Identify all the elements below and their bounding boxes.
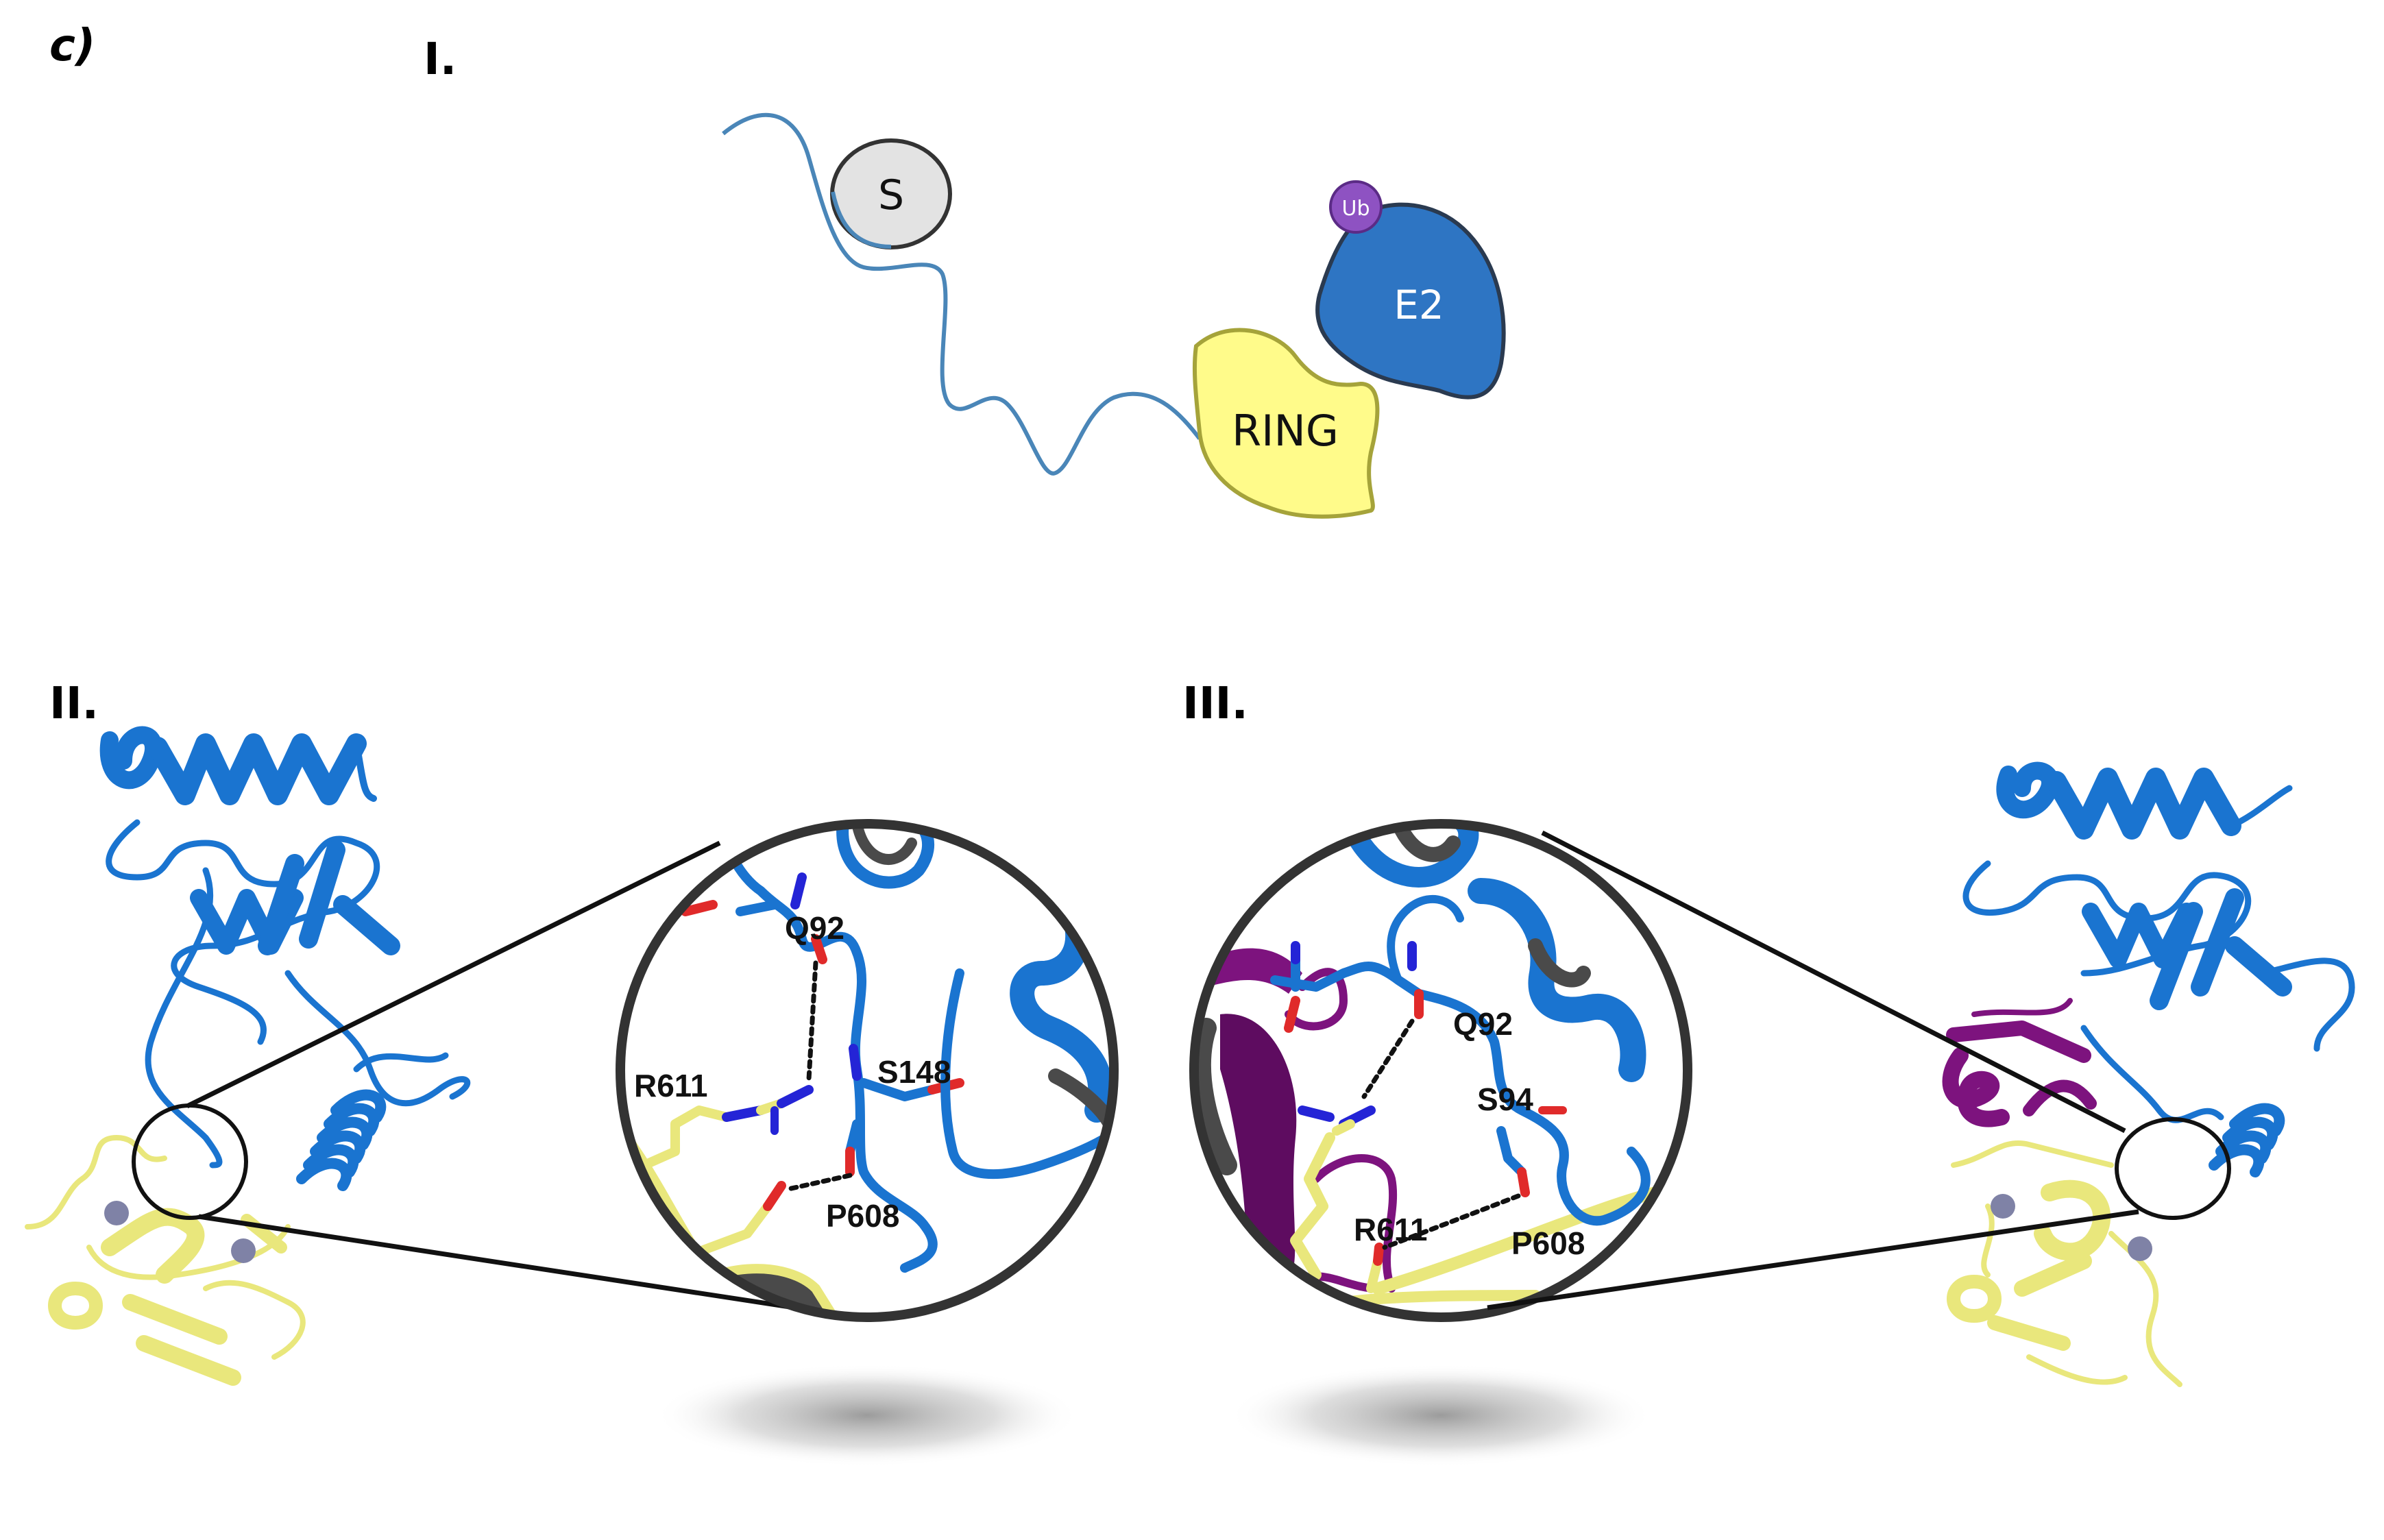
panel-label-I: I. xyxy=(424,34,457,85)
zoom-lens-II: Q92 R611 S148 P608 xyxy=(616,819,1119,1322)
zinc-ion xyxy=(104,1201,129,1225)
substrate-shape: S xyxy=(830,138,952,249)
lens-shadow-III xyxy=(1228,1364,1653,1467)
residue-label: R611 xyxy=(634,1068,707,1103)
residue-label: P608 xyxy=(1511,1225,1585,1261)
ubiquitin-label: Ub xyxy=(1341,197,1370,221)
panel-label-II: II. xyxy=(49,679,99,729)
substrate-label: S xyxy=(878,171,904,219)
residue-label: P608 xyxy=(826,1198,899,1234)
zinc-ion xyxy=(1991,1194,2015,1219)
ring-domain-shape: RING xyxy=(1192,328,1380,519)
structure-II xyxy=(25,726,871,1386)
residue-label: Q92 xyxy=(785,910,844,946)
ring-label: RING xyxy=(1232,406,1339,456)
focus-circle-III xyxy=(2115,1117,2231,1220)
structure-III xyxy=(1487,761,2355,1387)
figure-panel-letter: c) xyxy=(49,21,96,71)
schematic-diagram: S RING E2 Ub xyxy=(722,112,1506,519)
zoom-lens-III: Q92 S94 R611 P608 xyxy=(1189,819,1692,1322)
ubiquitin-shape: Ub xyxy=(1329,180,1383,234)
e2-label: E2 xyxy=(1394,282,1444,328)
residue-label: R611 xyxy=(1354,1212,1427,1247)
residue-label: S94 xyxy=(1477,1081,1533,1117)
panel-label-III: III. xyxy=(1182,679,1248,729)
residue-label: Q92 xyxy=(1453,1006,1513,1042)
residue-label: S148 xyxy=(877,1054,951,1090)
disordered-linker xyxy=(722,112,1202,476)
lens-shadow-II xyxy=(655,1364,1080,1467)
zinc-ion xyxy=(2128,1236,2152,1261)
zinc-ion xyxy=(231,1238,256,1263)
e2-shape: E2 xyxy=(1315,202,1506,400)
